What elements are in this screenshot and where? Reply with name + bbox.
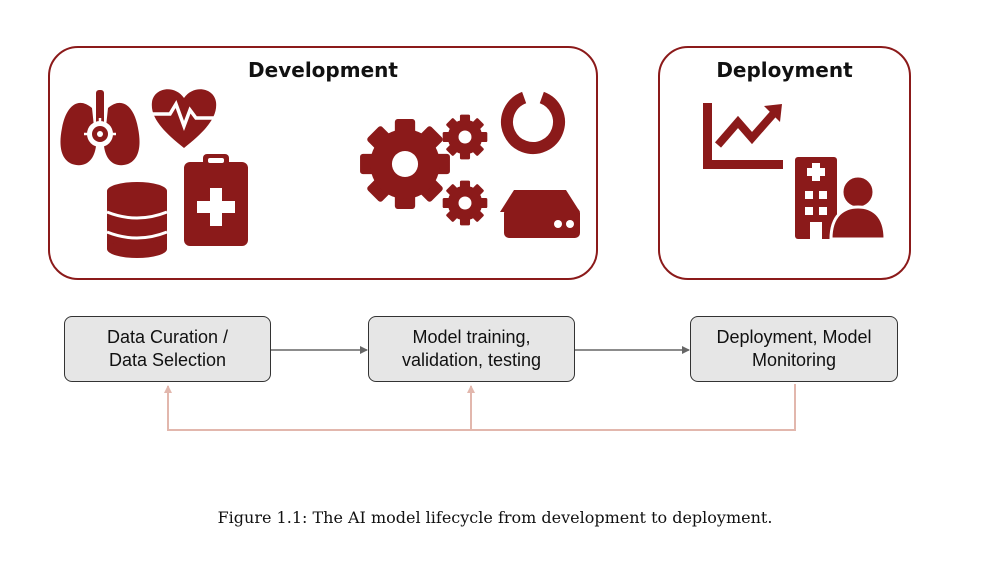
small-gear-icon bbox=[442, 180, 488, 226]
deployment-title: Deployment bbox=[716, 58, 853, 82]
stage-label: Data Selection bbox=[108, 350, 227, 370]
figure-caption: Figure 1.1: The AI model lifecycle from … bbox=[217, 508, 773, 527]
deployment-panel: Deployment bbox=[658, 46, 911, 280]
heart-pulse-icon bbox=[151, 89, 217, 148]
server-icon bbox=[500, 190, 580, 238]
feedback-loop bbox=[164, 384, 796, 431]
stage-deployment-monitoring: Deployment, Model Monitoring bbox=[690, 316, 898, 382]
medical-clipboard-icon bbox=[184, 154, 248, 246]
stage-data-curation: Data Curation / Data Selection bbox=[64, 316, 271, 382]
stage-label: Monitoring bbox=[751, 350, 837, 370]
stage-label: validation, testing bbox=[401, 350, 542, 370]
stage-label: Deployment, Model bbox=[716, 327, 872, 347]
stage-label: Data Curation / bbox=[106, 327, 229, 347]
development-title: Development bbox=[248, 58, 398, 82]
lungs-icon bbox=[60, 90, 140, 166]
person-icon bbox=[829, 174, 887, 241]
large-gear-icon bbox=[360, 119, 450, 209]
hospital-icon bbox=[795, 157, 837, 239]
line-chart-icon bbox=[703, 103, 783, 169]
database-icon bbox=[106, 182, 168, 258]
stage-label: Model training, bbox=[412, 327, 531, 347]
stage-model-training: Model training, validation, testing bbox=[368, 316, 575, 382]
small-gear-icon bbox=[442, 114, 488, 160]
